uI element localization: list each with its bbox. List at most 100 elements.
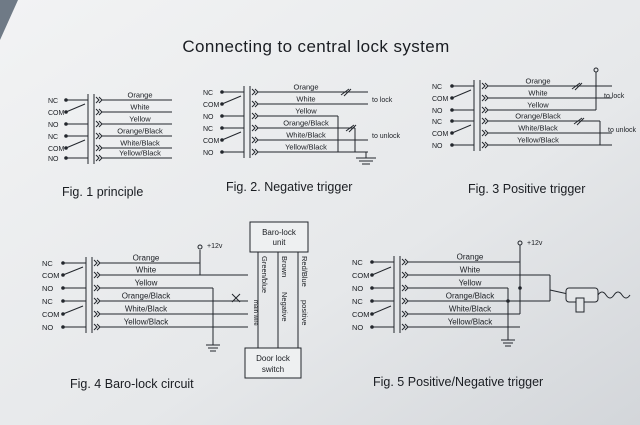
fig5-pin-label: NO <box>352 284 363 293</box>
fig3-wire-label: Yellow <box>527 101 549 110</box>
fig2-wire-label: Yellow/Black <box>285 143 327 152</box>
fig5-wire-label: White <box>460 266 481 275</box>
fig4-diagram: NCOrangeCOMWhiteNOYellowNCOrange/BlackCO… <box>42 221 309 379</box>
fig4-door-switch-label: switch <box>262 365 284 374</box>
fig4-wire-label: Orange/Black <box>122 292 171 301</box>
fig2-switch-arm <box>221 131 242 141</box>
fig5-pin-label: NC <box>352 258 363 267</box>
fig5-switch-arm <box>371 305 392 315</box>
fig2-pin-label: COM <box>203 138 220 145</box>
fig3-pin-label: NC <box>432 119 442 126</box>
fig4-vertical-label: Green/blue <box>260 256 269 293</box>
fig5-junction-dot <box>518 286 522 290</box>
fig3-to-unlock-label: to unlock <box>608 127 637 134</box>
fig3-pin-label: NO <box>432 108 443 115</box>
fig4-vertical-label: main wire <box>252 300 258 326</box>
fig4-baro-unit-label: Baro-lock <box>262 228 297 237</box>
fig2-cut-mark <box>345 124 357 133</box>
fig4-pin-label: NO <box>42 284 53 293</box>
fig1-switch-arm <box>65 139 86 149</box>
fig1-pin-label: COM <box>48 110 65 117</box>
fig4-baro-unit-box <box>249 221 309 253</box>
fig2-switch-arm <box>221 95 242 105</box>
fig3-switch-arm <box>451 89 472 99</box>
fig3-cut-mark <box>571 82 583 91</box>
fig4-vertical-label: Negative <box>280 292 289 322</box>
fig4-pin-label: NO <box>42 323 53 332</box>
fig4-door-switch-label: Door lock <box>256 354 291 363</box>
fig3-cut-mark <box>573 117 585 126</box>
fig5-wire-label: Orange/Black <box>446 292 495 301</box>
fig2-to-unlock-label: to unlock <box>372 133 401 140</box>
fig4-wire-label: White/Black <box>125 305 168 314</box>
page-title: Connecting to central lock system <box>182 37 449 56</box>
fig5-wire-label: Yellow/Black <box>448 318 494 327</box>
fig5-actuator-rod <box>597 291 631 299</box>
fig5-supply-terminal <box>517 240 523 246</box>
fig4-pin-label: COM <box>42 271 60 280</box>
fig3-to-lock-label: to lock <box>604 93 625 100</box>
fig2-caption: Fig. 2. Negative trigger <box>226 180 352 194</box>
fig4-vertical-label: positive <box>300 300 309 325</box>
fig1-wire-label: Yellow/Black <box>119 149 161 158</box>
fig1-pin-label: NC <box>48 98 58 105</box>
fig2-cut-mark <box>340 88 352 97</box>
fig4-caption: Fig. 4 Baro-lock circuit <box>70 377 194 391</box>
fig2-to-lock-label: to lock <box>372 97 393 104</box>
fig3-pin-label: COM <box>432 131 449 138</box>
fig1-pin-label: NO <box>48 122 59 129</box>
fig3-switch-arm <box>451 124 472 134</box>
fig3-caption: Fig. 3 Positive trigger <box>468 182 585 196</box>
fig5-switch-arm <box>371 266 392 276</box>
fig5-pin-label: NO <box>352 323 363 332</box>
fig1-pin-label: NC <box>48 134 58 141</box>
fig3-wire-label: Orange <box>525 77 550 86</box>
fig4-supply-terminal <box>197 244 203 250</box>
fig1-switch-arm <box>65 103 86 113</box>
fig4-wire-label: White <box>136 266 157 275</box>
fig4-wire-label: Yellow <box>135 279 158 288</box>
fig4-switch-arm <box>62 305 84 315</box>
fig5-pin-label: NC <box>352 297 363 306</box>
fig3-pin-label: COM <box>432 96 449 103</box>
fig2-wire-label: White/Black <box>286 131 326 140</box>
fig1-wire-label: Yellow <box>129 115 151 124</box>
fig1-pin-label: COM <box>48 146 65 153</box>
fig3-wire-label: White/Black <box>518 124 558 133</box>
fig2-pin-label: NO <box>203 114 214 121</box>
fig1-wire-label: Orange <box>127 91 152 100</box>
fig5-actuator-mount <box>575 297 585 313</box>
fig1-wire-label: White/Black <box>120 139 160 148</box>
fig1-wire-label: Orange/Black <box>117 127 163 136</box>
fig4-cut-mark <box>231 293 241 303</box>
fig4-baro-unit-label: unit <box>273 238 287 247</box>
fig5-supply-label: +12v <box>527 240 543 247</box>
fig3-diagram: NCOrangeCOMWhiteNOYellowNCOrange/BlackCO… <box>432 67 637 151</box>
fig2-pin-label: NC <box>203 90 213 97</box>
fig4-wire-label: Orange <box>133 254 160 263</box>
fig4-pin-label: NC <box>42 259 53 268</box>
fig4-wire-label: Yellow/Black <box>124 318 170 327</box>
fig2-pin-label: NO <box>203 150 214 157</box>
fig5-diagram: NCOrangeCOMWhiteNOYellowNCOrange/BlackCO… <box>352 240 631 347</box>
fig3-pin-label: NO <box>432 143 443 150</box>
fig2-wire-label: White <box>296 95 315 104</box>
fig1-caption: Fig. 1 principle <box>62 185 143 199</box>
fig1-diagram: NCOrangeCOMWhiteNOYellowNCOrange/BlackCO… <box>48 91 172 164</box>
fig4-pin-label: NC <box>42 297 53 306</box>
fig5-wire-label: Orange <box>457 253 484 262</box>
fig4-vertical-label: Brown <box>280 256 289 277</box>
fig3-supply-terminal <box>593 67 599 73</box>
fig4-pin-label: COM <box>42 310 60 319</box>
fig5-wire-label: White/Black <box>449 305 492 314</box>
fig5-junction-dot <box>506 299 510 303</box>
fig3-wire-label: Orange/Black <box>515 112 561 121</box>
fig5-caption: Fig. 5 Positive/Negative trigger <box>373 375 543 389</box>
fig3-pin-label: NC <box>432 84 442 91</box>
fig3-wire-label: Yellow/Black <box>517 136 559 145</box>
fig4-vertical-label: Red/Blue <box>300 256 309 287</box>
fig4-supply-label: +12v <box>207 243 223 250</box>
fig1-wire-label: White <box>130 103 149 112</box>
